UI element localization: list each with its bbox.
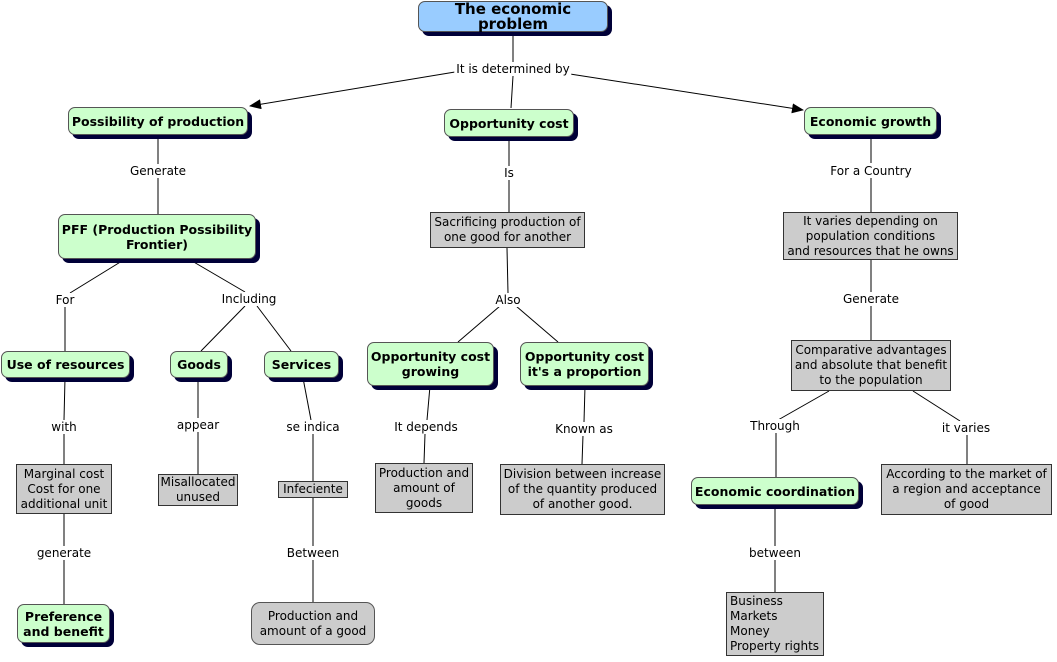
node-use-of-resources: Use of resources <box>1 351 130 378</box>
node-goods: Goods <box>170 351 228 378</box>
node-economic-coordination: Economic coordination <box>691 477 859 505</box>
label-it-varies: it varies <box>939 421 993 435</box>
label-through: Through <box>748 419 802 433</box>
label-generate-3: generate <box>34 546 94 560</box>
label-is: Is <box>502 166 516 180</box>
label-with: with <box>49 420 79 434</box>
node-sacrificing-production: Sacrificing production of one good for a… <box>430 212 585 248</box>
label-generate: Generate <box>127 164 189 178</box>
node-possibility-of-production: Possibility of production <box>68 107 248 135</box>
node-economic-growth: Economic growth <box>804 107 937 135</box>
label-it-is-determined-by: It is determined by <box>454 62 572 76</box>
label-it-depends: It depends <box>392 420 460 434</box>
label-including: Including <box>219 292 279 306</box>
label-for-a-country: For a Country <box>828 164 914 178</box>
label-se-indica: se indica <box>284 420 342 434</box>
node-varies-population: It varies depending on population condit… <box>783 212 958 260</box>
node-comparative-advantages: Comparative advantages and absolute that… <box>791 340 951 391</box>
node-opportunity-cost-growing: Opportunity cost growing <box>367 342 494 386</box>
node-production-amount-good: Production and amount of a good <box>251 602 375 645</box>
node-production-amount-goods: Production and amount of goods <box>375 463 473 513</box>
label-between-2: between <box>747 546 803 560</box>
node-pff: PFF (Production Possibility Frontier) <box>58 214 256 259</box>
node-preference-benefit: Preference and benefit <box>17 604 110 643</box>
node-according-market: According to the market of a region and … <box>881 464 1052 515</box>
label-for: For <box>53 293 77 307</box>
label-also: Also <box>493 293 523 307</box>
node-economic-problem: The economic problem <box>418 1 608 32</box>
node-marginal-cost: Marginal cost Cost for one additional un… <box>16 464 112 514</box>
label-between: Between <box>284 546 342 560</box>
node-infeciente: Infeciente <box>278 481 348 498</box>
node-services: Services <box>264 351 339 378</box>
label-known-as: Known as <box>553 422 615 436</box>
label-appear: appear <box>174 418 222 432</box>
label-generate-2: Generate <box>840 292 902 306</box>
node-business-list: Business Markets Money Property rights <box>726 592 824 656</box>
node-misallocated: Misallocated unused <box>158 474 238 506</box>
node-opportunity-cost-proportion: Opportunity cost it's a proportion <box>520 342 649 386</box>
node-opportunity-cost: Opportunity cost <box>444 109 574 137</box>
node-division-between: Division between increase of the quantit… <box>500 464 665 515</box>
